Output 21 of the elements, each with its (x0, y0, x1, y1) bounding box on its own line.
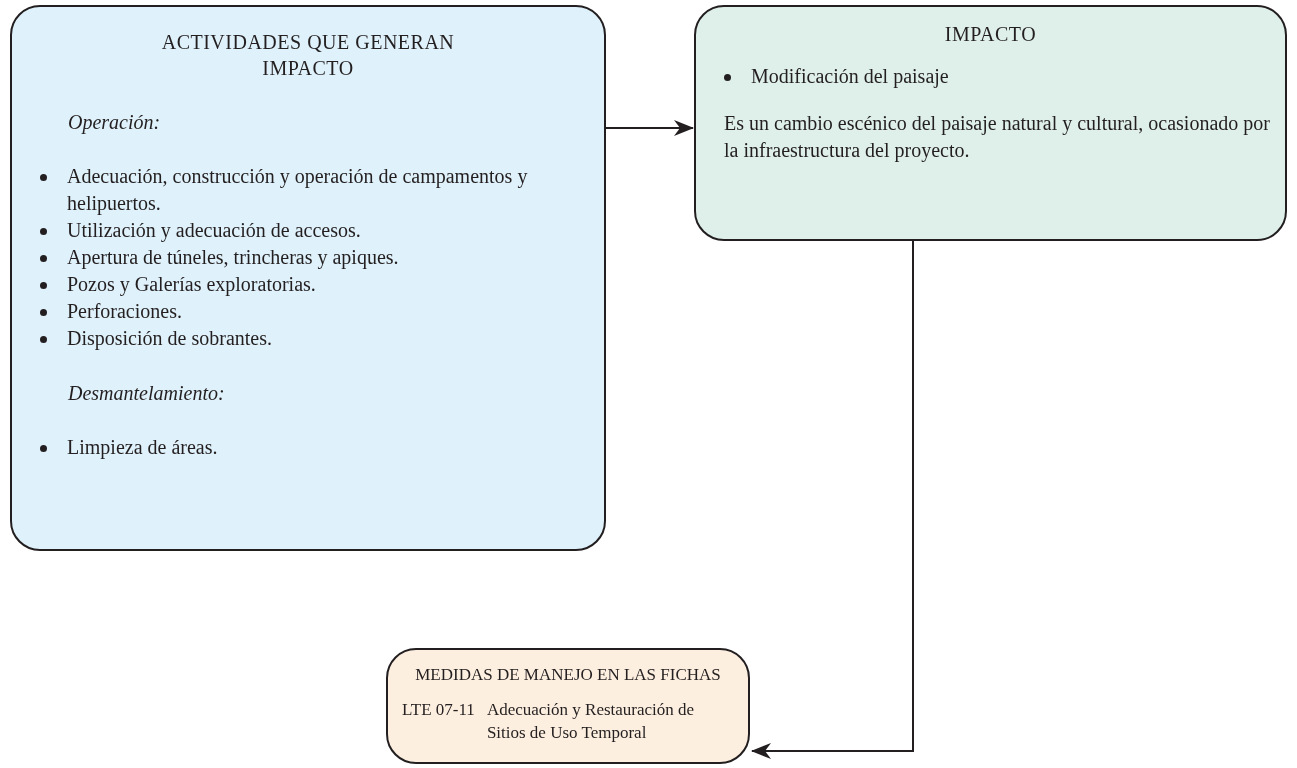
section-subheading: Operación: (68, 110, 162, 135)
arrow (751, 240, 914, 759)
arrow (605, 120, 694, 136)
box-heading: MEDIDAS DE MANEJO EN LAS FICHAS (414, 664, 722, 686)
rounded-box (386, 648, 750, 764)
rounded-box (10, 5, 606, 551)
box-heading: ACTIVIDADES QUE GENERAN IMPACTO (160, 30, 456, 81)
list-item: Adecuación, construcción y operación de campamentos y helipuertos. (67, 164, 529, 217)
list-item: Limpieza de áreas. (67, 435, 218, 461)
list-item: Disposición de sobrantes. (67, 326, 272, 352)
list-item: Perforaciones. (67, 299, 182, 324)
list-item: Utilización y adecuación de accesos. (67, 218, 361, 244)
list-item: Modificación del paisaje (751, 64, 949, 90)
section-subheading: Desmantelamiento: (68, 381, 226, 406)
sheet-title: Adecuación y Restauración de Sitios de Uso Temporal (486, 699, 696, 744)
list-item: Pozos y Galerías exploratorias. (67, 272, 316, 298)
list-item: Apertura de túneles, trincheras y apiques. (67, 245, 399, 271)
description-text: Es un cambio escénico del paisaje natural y cultural, ocasionado por la infraestructura del proyecto. (724, 111, 1271, 164)
rounded-box (694, 5, 1287, 241)
box-heading: IMPACTO (943, 22, 1038, 47)
sheet-code: LTE 07-11 (402, 699, 475, 721)
